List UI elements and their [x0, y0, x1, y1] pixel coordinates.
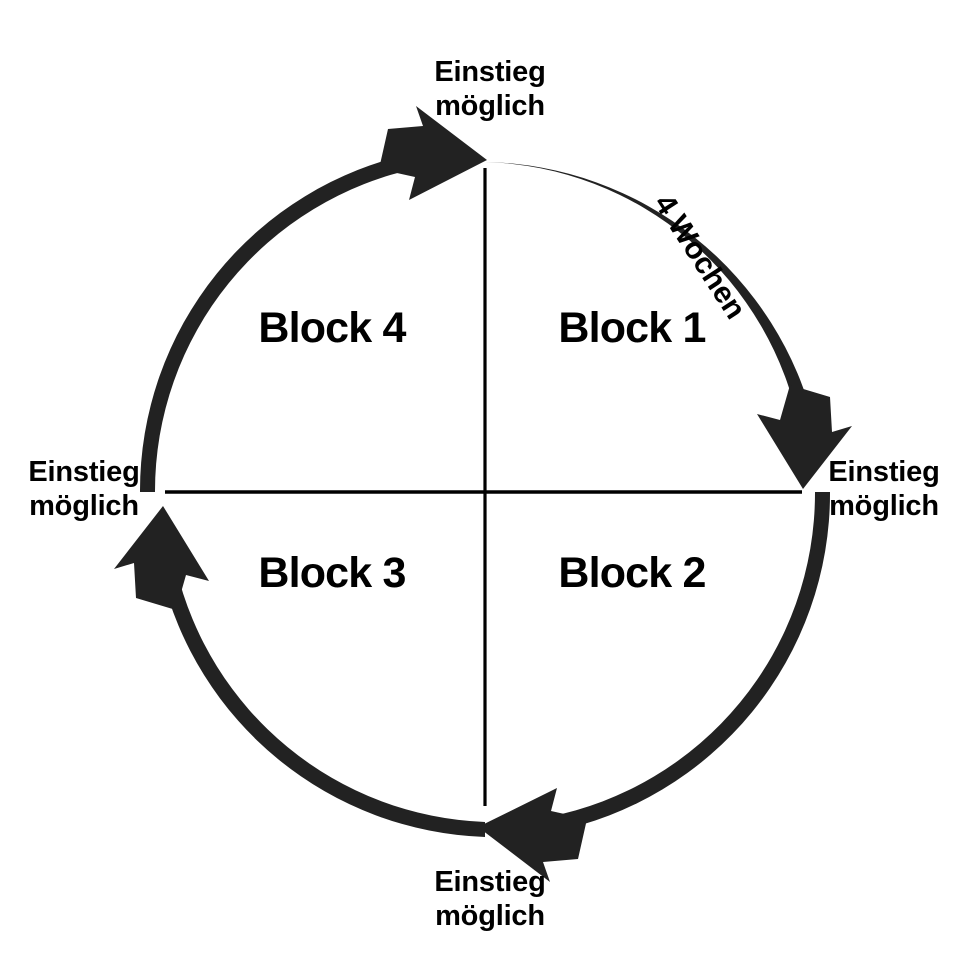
- entry-label-left-line2: möglich: [29, 490, 139, 523]
- entry-label-right-line2: möglich: [829, 490, 939, 523]
- arrowhead-block-2: [478, 788, 587, 882]
- entry-label-right-line1: Einstieg: [828, 456, 940, 488]
- arrow-block-4: [139, 106, 487, 492]
- block-label-1: Block 1: [558, 304, 706, 352]
- arc-block-2: [548, 492, 831, 832]
- arrowhead-block-1: [757, 385, 852, 489]
- arrow-block-2: [478, 492, 831, 882]
- arrow-block-1: [485, 162, 852, 489]
- arrow-block-3: [114, 506, 485, 837]
- entry-label-bottom: Einstieg möglich: [434, 865, 545, 933]
- entry-label-top: Einstieg möglich: [434, 55, 545, 123]
- block-label-4: Block 4: [258, 304, 406, 352]
- entry-label-top-line1: Einstieg: [434, 56, 546, 88]
- entry-label-top-line2: möglich: [435, 90, 545, 123]
- arc-block-3: [161, 568, 485, 837]
- arrowhead-block-3: [114, 506, 209, 610]
- entry-label-left-line1: Einstieg: [28, 456, 140, 488]
- entry-label-bottom-line1: Einstieg: [434, 866, 546, 898]
- entry-label-left: Einstieg möglich: [28, 455, 139, 523]
- block-label-2: Block 2: [558, 549, 706, 597]
- block-label-3: Block 3: [258, 549, 406, 597]
- arrowhead-block-4: [379, 106, 487, 200]
- entry-label-right: Einstieg möglich: [828, 455, 939, 523]
- arc-block-1: [485, 162, 815, 430]
- arc-block-4: [139, 153, 419, 492]
- entry-label-bottom-line2: möglich: [435, 900, 545, 933]
